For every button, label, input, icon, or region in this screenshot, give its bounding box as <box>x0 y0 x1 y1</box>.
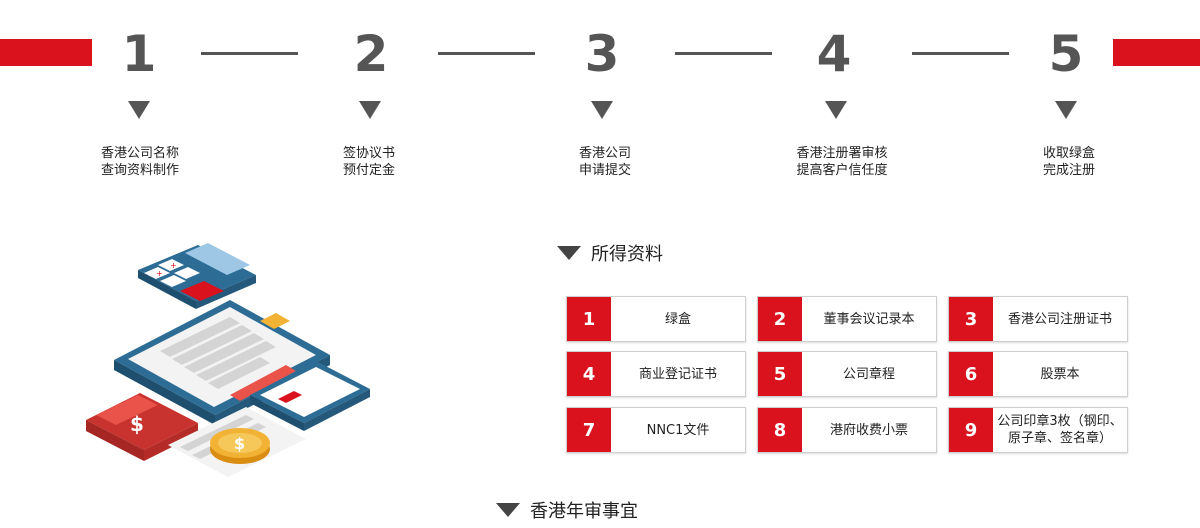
material-label: 公司印章3枚（钢印、原子章、签名章） <box>997 414 1123 446</box>
step-arrow-icon <box>1055 101 1077 119</box>
material-label: 公司章程 <box>842 366 895 382</box>
step-label-5: 收取绿盒 完成注册 <box>989 145 1149 179</box>
step-label-1: 香港公司名称 查询资料制作 <box>60 145 220 179</box>
material-number: 3 <box>949 297 993 341</box>
material-card-7: 7 NNC1文件 <box>566 407 746 453</box>
material-number: 7 <box>567 408 611 452</box>
right-accent-bar <box>1113 39 1200 66</box>
step-label-3: 香港公司 申请提交 <box>525 145 685 179</box>
calendar-icon <box>250 361 370 431</box>
folder-icon: $ <box>86 393 198 461</box>
step-number-2: 2 <box>353 25 389 83</box>
svg-text:+: + <box>170 261 177 270</box>
step-label-4: 香港注册署审核 提高客户信任度 <box>762 145 922 179</box>
material-label: 绿盒 <box>664 311 691 327</box>
step-label-line: 香港注册署审核 <box>796 146 888 161</box>
calculator-icon: + + <box>138 243 256 309</box>
folder-symbol: $ <box>130 412 144 436</box>
step-label-line: 提高客户信任度 <box>796 163 888 178</box>
section-arrow-icon <box>496 503 520 517</box>
step-connector <box>675 52 772 55</box>
step-number-3: 3 <box>584 25 620 83</box>
material-label: 商业登记证书 <box>638 366 717 382</box>
svg-text:+: + <box>156 269 163 278</box>
material-card-4: 4 商业登记证书 <box>566 351 746 397</box>
step-connector <box>912 52 1009 55</box>
material-card-6: 6 股票本 <box>948 351 1128 397</box>
coin-symbol: $ <box>234 434 245 453</box>
annual-title: 香港年审事宜 <box>496 497 638 523</box>
step-arrow-icon <box>591 101 613 119</box>
material-label: NNC1文件 <box>646 422 710 438</box>
step-label-line: 香港公司名称 <box>100 146 179 161</box>
material-number: 1 <box>567 297 611 341</box>
material-card-8: 8 港府收费小票 <box>757 407 937 453</box>
step-arrow-icon <box>128 101 150 119</box>
step-label-line: 预付定金 <box>342 163 395 178</box>
material-number: 9 <box>949 408 993 452</box>
step-label-line: 查询资料制作 <box>100 163 179 178</box>
step-arrow-icon <box>359 101 381 119</box>
step-arrow-icon <box>825 101 847 119</box>
documents-illustration: + + <box>80 235 380 500</box>
documents-illustration-svg: + + <box>86 243 370 477</box>
step-label-line: 香港公司 <box>578 146 631 161</box>
annual-title-text: 香港年审事宜 <box>530 501 638 522</box>
step-label-2: 签协议书 预付定金 <box>289 145 449 179</box>
step-label-line: 完成注册 <box>1042 163 1095 178</box>
step-label-line: 签协议书 <box>342 146 395 161</box>
section-arrow-icon <box>557 246 581 260</box>
material-card-3: 3 香港公司注册证书 <box>948 296 1128 342</box>
material-label: 董事会议记录本 <box>823 311 915 327</box>
materials-title-text: 所得资料 <box>591 244 663 265</box>
material-card-5: 5 公司章程 <box>757 351 937 397</box>
material-number: 2 <box>758 297 802 341</box>
coin-icon: $ <box>168 407 306 477</box>
material-card-1: 1 绿盒 <box>566 296 746 342</box>
step-label-line: 申请提交 <box>578 163 631 178</box>
material-label: 港府收费小票 <box>829 422 908 438</box>
material-card-2: 2 董事会议记录本 <box>757 296 937 342</box>
step-number-1: 1 <box>121 25 157 83</box>
step-number-4: 4 <box>816 25 852 83</box>
material-label: 股票本 <box>1040 366 1080 382</box>
material-number: 5 <box>758 352 802 396</box>
material-number: 4 <box>567 352 611 396</box>
material-label: 香港公司注册证书 <box>1007 311 1112 327</box>
material-number: 6 <box>949 352 993 396</box>
step-connector <box>438 52 535 55</box>
material-number: 8 <box>758 408 802 452</box>
step-number-5: 5 <box>1048 25 1084 83</box>
step-connector <box>201 52 298 55</box>
step-label-line: 收取绿盒 <box>1042 146 1095 161</box>
materials-title: 所得资料 <box>557 240 663 266</box>
left-accent-bar <box>0 39 92 66</box>
material-card-9: 9 公司印章3枚（钢印、原子章、签名章） <box>948 407 1128 453</box>
